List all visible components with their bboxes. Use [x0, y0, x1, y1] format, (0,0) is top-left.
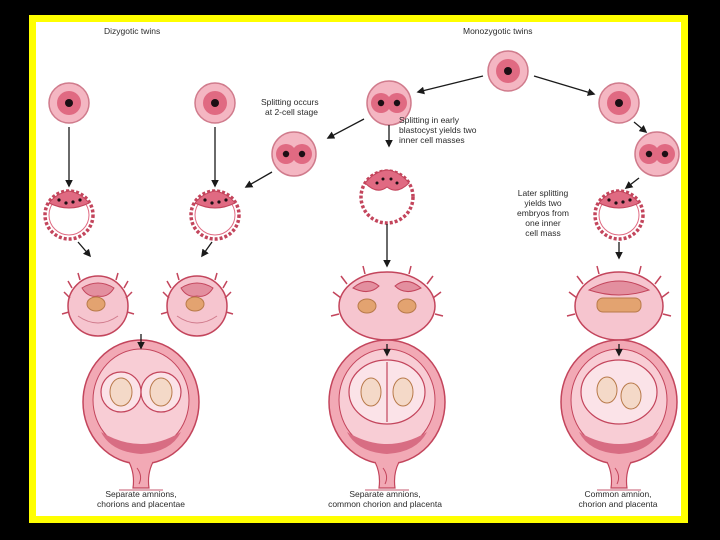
implanted-left-2	[160, 272, 234, 337]
implanted-mid	[330, 265, 444, 348]
implanted-right	[566, 265, 672, 341]
blastocyst-left-2	[189, 189, 241, 241]
label-monozygotic: Monozygotic twins	[463, 26, 533, 36]
zygote-right	[598, 82, 640, 124]
flow-arrows	[65, 75, 648, 357]
label-split-2cell: Splitting occurs at 2-cell stage	[261, 97, 319, 117]
slide-frame: Dizygotic twins Monozygotic twins Splitt…	[29, 15, 688, 523]
blastocyst-right	[593, 189, 645, 241]
caption-mid: Separate amnions, common chorion and pla…	[328, 489, 442, 509]
uterus-right	[560, 339, 678, 491]
label-split-later: Later splitting yields two embryos from …	[517, 188, 569, 238]
caption-left: Separate amnions, chorions and placentae	[97, 489, 185, 509]
zygote-mono	[487, 50, 529, 92]
diagram-art	[43, 50, 680, 491]
caption-right: Common amnion, chorion and placenta	[578, 489, 658, 509]
blastocyst-mid	[359, 169, 415, 225]
uterus-mid	[328, 339, 446, 491]
label-dizygotic: Dizygotic twins	[104, 26, 161, 36]
implanted-left-1	[61, 272, 135, 337]
zygote-left-1	[48, 82, 90, 124]
blastocyst-left-1	[43, 189, 95, 241]
zygote-left-2	[194, 82, 236, 124]
two-cell-stage-left	[271, 131, 317, 177]
two-cell-stage-right	[634, 131, 680, 177]
uterus-left	[82, 339, 200, 491]
label-split-blastocyst: Splitting in early blastocyst yields two…	[399, 115, 477, 145]
twinning-diagram: Dizygotic twins Monozygotic twins Splitt…	[36, 22, 681, 516]
